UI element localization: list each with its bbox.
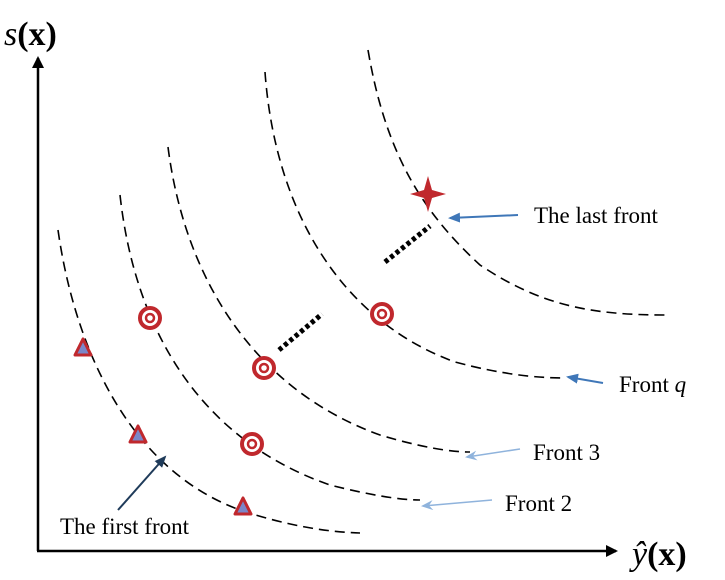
front-q-label-text: Front xyxy=(619,372,675,397)
y-axis-label: s(x) xyxy=(4,16,57,53)
first-front-label: The first front xyxy=(60,514,190,539)
last-front-curve xyxy=(367,49,666,316)
intermediate-fronts-indicator-2 xyxy=(383,224,432,264)
ring-marker xyxy=(138,306,162,330)
front-3-label: Front 3 xyxy=(533,440,600,465)
ring-marker xyxy=(370,302,394,326)
first-front-arrow xyxy=(117,455,167,511)
ring-marker xyxy=(252,356,276,380)
front-3-arrow xyxy=(465,448,521,461)
four-point-star-marker xyxy=(410,176,446,212)
front-q-label: Front q xyxy=(619,372,686,397)
intermediate-fronts-indicator-1 xyxy=(277,312,324,352)
front-q-arrow xyxy=(566,373,604,384)
front-2-arrow xyxy=(421,499,493,511)
last-front-label: The last front xyxy=(534,203,659,228)
triangle-marker xyxy=(128,424,148,444)
triangle-marker xyxy=(73,337,93,357)
y-axis-label-symbol: s xyxy=(4,16,17,53)
front-q-label-variable: q xyxy=(675,372,687,397)
front-3-curve xyxy=(167,146,471,453)
triangle-marker xyxy=(233,496,253,516)
ring-marker xyxy=(240,432,264,456)
x-axis-label: ŷ(x) xyxy=(629,536,687,573)
y-axis-label-argument: (x) xyxy=(17,16,57,53)
front-2-label: Front 2 xyxy=(505,491,572,516)
first-front-curve xyxy=(57,229,361,534)
front-q-curve xyxy=(264,71,566,379)
front-2-curve xyxy=(119,194,421,501)
x-axis-label-symbol: ŷ xyxy=(629,536,648,573)
x-axis-label-argument: (x) xyxy=(647,536,687,573)
last-front-arrow xyxy=(448,212,519,223)
